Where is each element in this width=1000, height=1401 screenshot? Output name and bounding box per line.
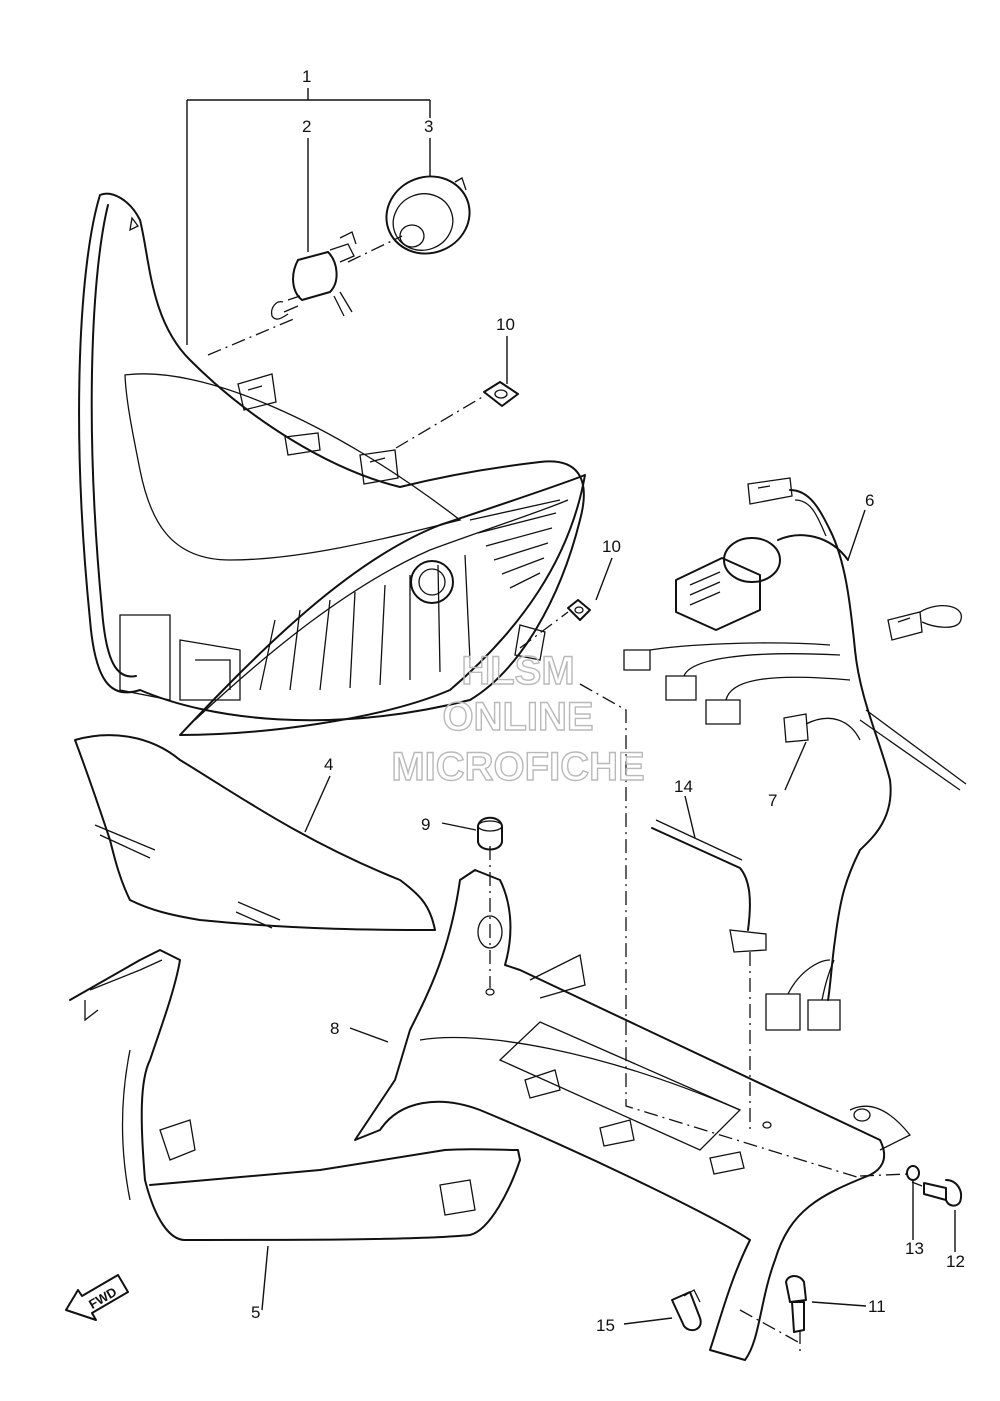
callout-3: 3 — [424, 117, 433, 136]
watermark-line-1: HLSM — [461, 649, 574, 693]
callout-8: 8 — [330, 1019, 339, 1038]
forward-arrow-icon: FWD — [65, 1274, 129, 1321]
callout-12: 12 — [946, 1252, 965, 1271]
callout-11: 11 — [868, 1297, 886, 1316]
cable-tie — [651, 819, 767, 953]
callout-6: 6 — [865, 491, 874, 510]
callout-4: 4 — [324, 755, 333, 774]
callout-5: 5 — [251, 1303, 260, 1322]
callout-labels: 1 2 3 4 5 6 7 8 9 10 10 11 12 13 14 15 — [251, 67, 965, 1335]
headlight-assembly — [78, 192, 586, 736]
watermark-line-2: ONLINE — [442, 695, 593, 739]
callout-2: 2 — [302, 117, 311, 136]
leader-lines — [186, 88, 956, 1325]
callout-1: 1 — [302, 67, 311, 86]
callout-13: 13 — [905, 1239, 924, 1258]
callout-9: 9 — [421, 815, 430, 834]
damper — [477, 816, 503, 851]
callout-10-lower: 10 — [602, 537, 621, 556]
callout-14: 14 — [674, 777, 693, 796]
panel — [74, 734, 436, 931]
centerlines — [207, 235, 923, 1356]
washer — [906, 1165, 920, 1181]
bracket — [354, 869, 912, 1361]
callout-15: 15 — [596, 1316, 615, 1335]
watermark: HLSM ONLINE MICROFICHE — [391, 648, 646, 789]
grommet — [483, 381, 519, 407]
grommet — [567, 599, 591, 621]
bulb — [270, 231, 357, 320]
callout-7: 7 — [768, 791, 777, 810]
stay — [69, 949, 521, 1241]
bolt — [785, 1275, 807, 1333]
clamp — [671, 1289, 702, 1332]
callout-10-upper: 10 — [496, 315, 515, 334]
dust-cover — [385, 175, 471, 255]
bolt — [923, 1179, 962, 1207]
watermark-line-3: MICROFICHE — [391, 745, 644, 789]
wire-harness — [623, 477, 967, 1031]
